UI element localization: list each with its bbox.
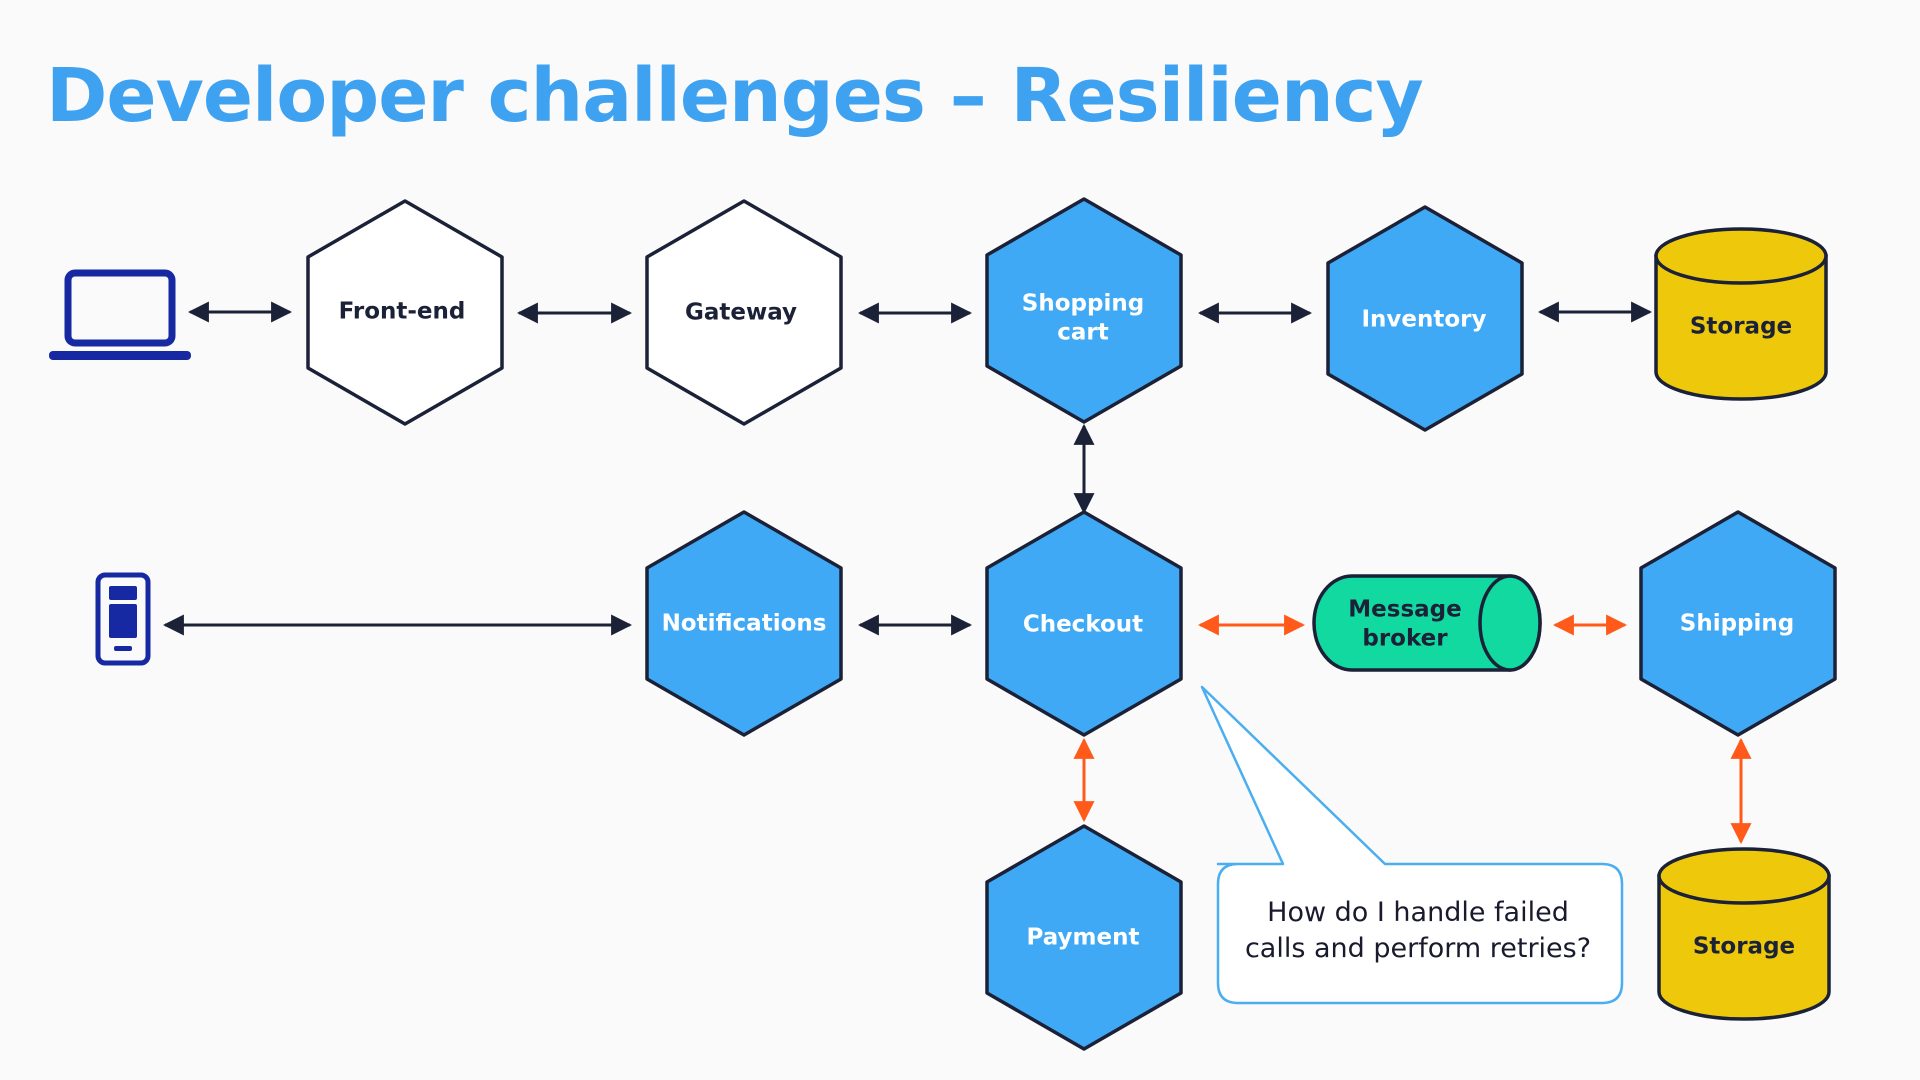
payment-hexagon [985,824,1183,1051]
gateway-hexagon [645,199,843,426]
callout-bubble [1200,685,1624,1005]
gateway-label: Gateway [685,300,797,326]
cart-hexagon [985,197,1183,424]
storage-top-cylinder [1654,227,1828,401]
shipping-hexagon [1639,510,1837,737]
laptop-icon [49,269,191,360]
message-broker-cylinder [1312,574,1542,672]
notifications-hexagon [645,510,843,737]
callout-line2: calls and perform retries? [1244,933,1592,964]
checkout-hexagon [985,510,1183,737]
cart-label-line1: Shopping [1022,291,1144,317]
storage-top-label: Storage [1690,314,1792,340]
slide-title: Developer challenges – Resiliency [46,53,1424,139]
broker-label-line2: broker [1362,626,1448,652]
notifications-label: Notifications [662,611,827,637]
storage-bottom-cylinder [1657,847,1831,1021]
inventory-hexagon [1326,205,1524,432]
payment-label: Payment [1027,925,1140,951]
shipping-label: Shipping [1680,611,1794,637]
inventory-label: Inventory [1361,307,1486,333]
callout-line1: How do I handle failed [1267,897,1569,928]
mobile-phone-icon [95,572,151,666]
broker-label-line1: Message [1348,597,1461,623]
frontend-hexagon [306,199,504,426]
storage-bottom-label: Storage [1693,934,1795,960]
checkout-label: Checkout [1023,612,1143,638]
frontend-label: Front-end [339,299,466,325]
callout-text: How do I handle failed calls and perform… [1218,895,1618,967]
cart-label-line2: cart [1057,320,1109,346]
